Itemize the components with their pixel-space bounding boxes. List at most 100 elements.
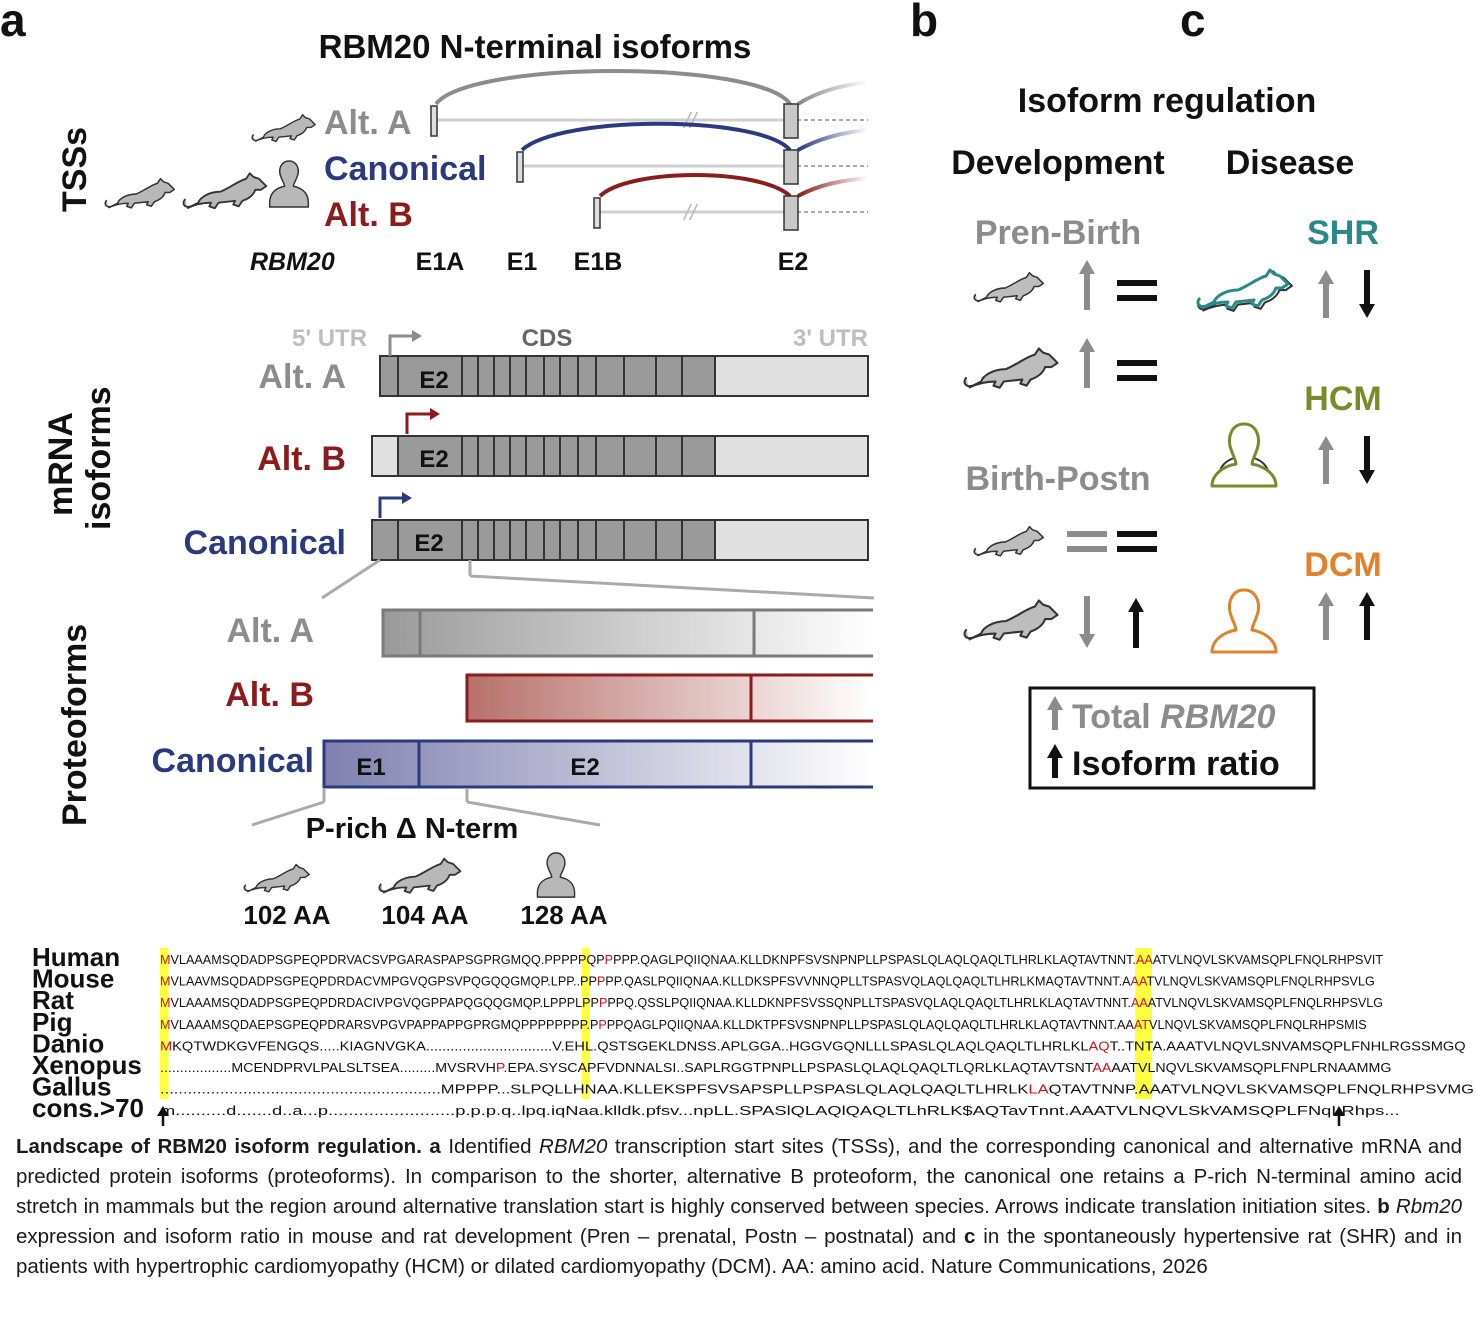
aligned-sequence: MVLAAAMSQDAEPSGPEQPDRARSVPGVPAPPAPPGPRGM… <box>160 1017 1367 1032</box>
rat-icon <box>378 857 462 894</box>
aligned-sequence: ..................MCENDPRVLPALSLTSEA....… <box>160 1060 1391 1075</box>
disease-indicators <box>1318 270 1375 640</box>
species-label: Rat <box>32 985 74 1015</box>
rat-icon <box>963 599 1059 641</box>
shr-label: SHR <box>1307 214 1379 252</box>
human-icon-olive-outline <box>1210 422 1278 488</box>
development-indicators <box>1067 260 1157 648</box>
gene-structure: // // <box>430 69 869 231</box>
proteo-label-canonical: Canonical <box>152 742 314 780</box>
human-icon <box>536 851 576 899</box>
species-label: cons.>70 <box>32 1093 144 1123</box>
mrna-exon-label: E2 <box>414 530 443 557</box>
conserved-column <box>160 948 169 1100</box>
section-label-mrna: mRNA <box>42 412 80 516</box>
rat-icon <box>182 172 268 210</box>
caption-label-c: c <box>964 1225 976 1248</box>
mouse-icon <box>251 114 316 143</box>
exon-label: E1B <box>574 248 623 276</box>
figure-caption: Landscape of RBM20 isoform regulation. a… <box>16 1132 1462 1282</box>
consensus-sequence: m..........d.......d..a...p.............… <box>160 1103 1400 1118</box>
species-label: Gallus <box>32 1072 111 1102</box>
caption-gene: Rbm20 <box>1395 1195 1462 1218</box>
alignment-species: HumanMouseRatPigDanioXenopusGalluscons.>… <box>32 942 144 1123</box>
exon-label: E2 <box>778 248 809 276</box>
svg-text://: // <box>682 200 698 225</box>
utr3-label: 3' UTR <box>793 325 868 352</box>
aligned-sequence: MVLAAAMSQDADPSGPEQPDRDACIVPGVQGPPAPQGQQG… <box>160 995 1383 1010</box>
legend-total: Total RBM20 <box>1072 698 1275 736</box>
figure: a b c RBM20 N-terminal isoforms TSSs Alt… <box>0 0 1474 1126</box>
mouse-icon <box>973 271 1045 303</box>
panel-label-a: a <box>0 0 26 46</box>
proteo-label-alt-b: Alt. B <box>225 676 314 714</box>
birth-postn-label: Birth-Postn <box>965 460 1150 498</box>
aligned-sequence: MVLAAVMSQDADPSGPEQPDRDACVMPGVQGPSVPQGQQG… <box>160 974 1375 989</box>
tss-label-canonical: Canonical <box>324 150 486 188</box>
mrna-exon-label: E2 <box>419 367 448 394</box>
mrna-label-alt-a: Alt. A <box>258 358 346 396</box>
mrna-label-alt-b: Alt. B <box>257 440 346 478</box>
section-label-proteoforms: Proteoforms <box>56 624 94 826</box>
caption-text: expression and isoform ratio in mouse an… <box>16 1225 965 1248</box>
length-rat: 104 AA <box>381 900 468 930</box>
conserved-column <box>581 948 591 1100</box>
legend-box <box>1028 686 1316 790</box>
section-label-isoforms: isoforms <box>80 386 118 530</box>
svg-text://: // <box>682 108 698 133</box>
exon-label: E1 <box>507 248 538 276</box>
conserved-column <box>1143 948 1152 1100</box>
hcm-label: HCM <box>1304 380 1381 418</box>
utr5-label: 5' UTR <box>292 325 367 352</box>
rat-icon <box>963 347 1059 389</box>
panel-label-c: c <box>1180 0 1206 46</box>
proteoform-bars <box>322 608 873 789</box>
species-label: Danio <box>32 1028 104 1058</box>
mrna-rows <box>371 355 869 561</box>
tss-label-alt-b: Alt. B <box>324 196 413 234</box>
panel-a-title: RBM20 N-terminal isoforms <box>319 28 752 65</box>
sequence-alignment: MVLAAAMSQDADPSGPEQPDRVACSVPGARASPAPSGPRG… <box>160 948 1474 1118</box>
proteo-label-alt-a: Alt. A <box>226 612 314 650</box>
mrna-label-canonical: Canonical <box>184 524 346 562</box>
mouse-icon <box>243 863 310 893</box>
caption-label-b: b <box>1377 1195 1390 1218</box>
gene-name: RBM20 <box>250 248 335 276</box>
conserved-column <box>1135 948 1144 1100</box>
translation-start-arrows <box>378 330 440 518</box>
rat-icon-teal-outline <box>1196 268 1290 310</box>
caption-text: Identified <box>440 1135 540 1158</box>
disease-header: Disease <box>1226 144 1355 182</box>
panel-label-b: b <box>910 0 938 46</box>
mrna-cds <box>379 355 716 397</box>
tss-label-alt-a: Alt. A <box>324 104 412 142</box>
prich-label: P-rich Δ N-term <box>306 813 519 845</box>
length-mouse: 102 AA <box>243 900 330 930</box>
alignment-arrows <box>157 1106 1345 1126</box>
human-icon <box>268 160 310 208</box>
mouse-icon <box>104 177 176 209</box>
exon-label: E1A <box>416 248 465 276</box>
proteo-e1-label: E1 <box>356 754 385 781</box>
cds-label: CDS <box>522 325 573 352</box>
aligned-sequence: MVLAAAMSQDADPSGPEQPDRVACSVPGARASPAPSGPRG… <box>160 952 1383 967</box>
length-human: 128 AA <box>520 900 607 930</box>
mouse-icon <box>973 525 1045 557</box>
caption-label-a: a <box>429 1135 441 1158</box>
panel-bc-title: Isoform regulation <box>1018 82 1316 120</box>
aligned-sequence: ........................................… <box>160 1082 1474 1097</box>
pren-birth-label: Pren-Birth <box>975 214 1141 252</box>
mrna-exon-label: E2 <box>419 446 448 473</box>
species-label: Mouse <box>32 964 114 994</box>
caption-text: transcription start sites (TSSs), and th… <box>16 1135 1463 1218</box>
mrna-cds <box>397 435 716 477</box>
caption-gene: RBM20 <box>539 1135 608 1158</box>
species-label: Pig <box>32 1007 72 1037</box>
human-icon-orange-outline <box>1210 588 1278 654</box>
dcm-label: DCM <box>1304 546 1381 584</box>
proteo-e2-label: E2 <box>570 754 599 781</box>
species-label: Xenopus <box>32 1050 142 1080</box>
section-label-tss: TSSs <box>56 127 94 212</box>
development-header: Development <box>951 144 1165 182</box>
